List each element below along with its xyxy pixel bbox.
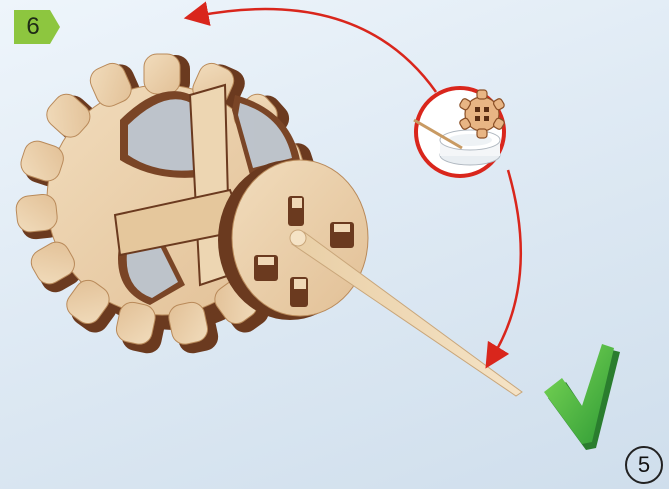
- step-number: 6: [14, 10, 52, 44]
- green-checkmark-icon: [544, 344, 620, 450]
- step-number-badge: 6: [14, 10, 60, 44]
- toothpick-axle-icon: [290, 230, 522, 396]
- glue-cup-with-brush-icon: [414, 88, 505, 176]
- page-number: 5: [625, 446, 663, 484]
